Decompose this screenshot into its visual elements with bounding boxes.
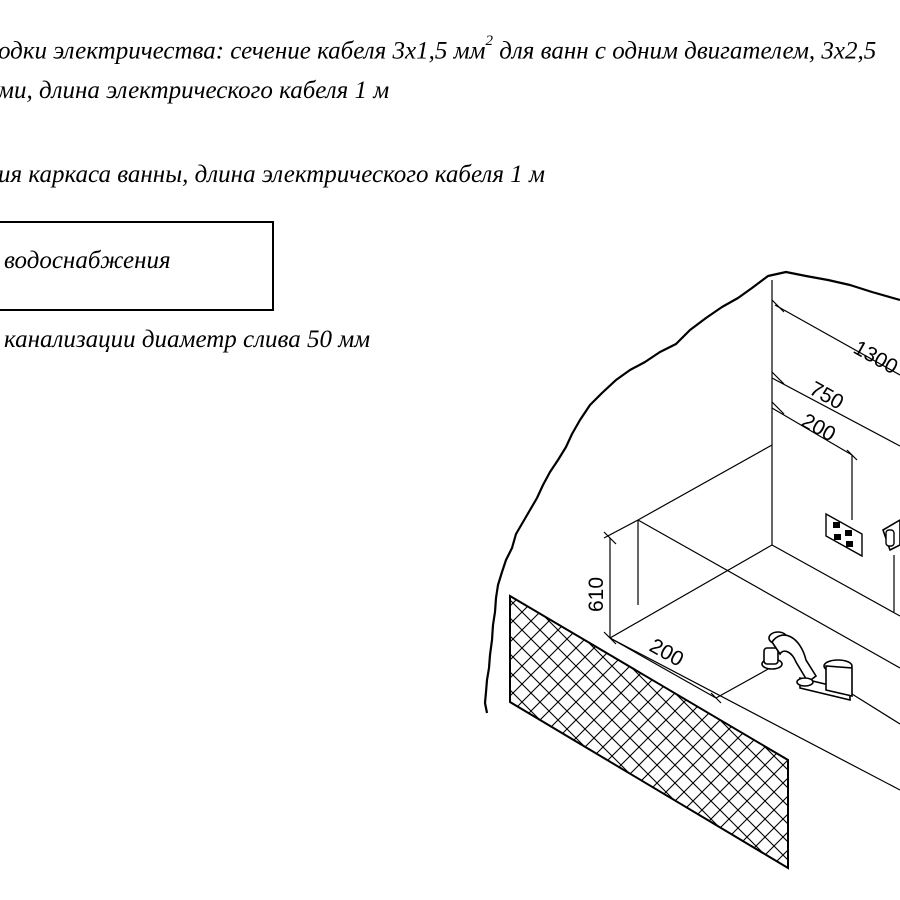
drain-siphon-icon	[761, 631, 853, 702]
note-electric-cable-section-end: для ванн с одним двигателем, 3х2,5	[493, 37, 877, 65]
floor-back-line	[771, 544, 900, 617]
bath-top-front-edge	[637, 519, 900, 669]
water-supply-box	[0, 221, 274, 311]
dim-750-line	[771, 377, 900, 447]
water-supply-label: водоснабжения	[4, 247, 171, 274]
note-electric-cable-length: ми, длина электрического кабеля 1 м	[0, 77, 390, 104]
hatched-front-panel	[509, 594, 789, 870]
floor-left-line	[609, 544, 773, 639]
note-electric-cable-section: одки электричества: сечение кабеля 3х1,5…	[0, 34, 877, 65]
water-supply-fitting-icon	[882, 519, 900, 552]
dim-750-label: 750	[806, 377, 848, 414]
dim-200-top-label: 200	[798, 409, 840, 446]
dim-200-bottom-line	[609, 637, 717, 699]
wall-outline	[483, 270, 900, 714]
bath-top-left-edge	[637, 444, 773, 521]
note-drain-diameter: канализации диаметр слива 50 мм	[4, 326, 371, 353]
note-electric-cable-section-start: одки электричества: сечение кабеля 3х1,5…	[0, 37, 486, 65]
note-frame-cable-length: ия каркаса ванны, длина электрического к…	[0, 161, 545, 188]
dim-1300-line	[774, 304, 900, 376]
dim-1300-label: 1300	[850, 336, 900, 379]
electrical-outlet-icon	[825, 512, 863, 558]
dim-610-label: 610	[585, 577, 608, 612]
dim-200-top-line	[771, 407, 853, 456]
note-superscript: 2	[485, 33, 494, 49]
dim-200-bottom-label: 200	[646, 634, 688, 671]
floor-front-line	[609, 637, 900, 791]
